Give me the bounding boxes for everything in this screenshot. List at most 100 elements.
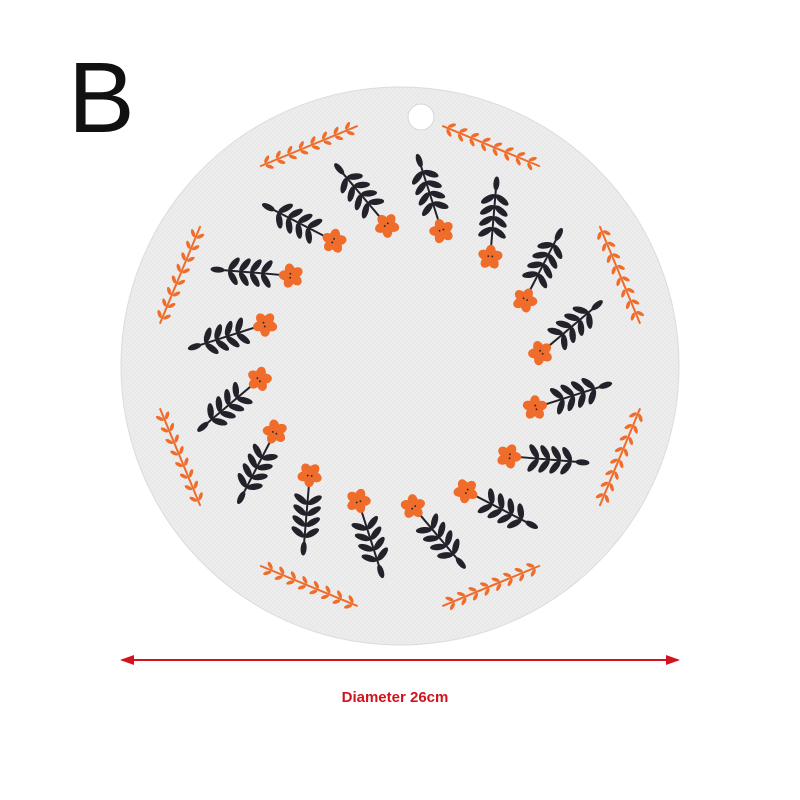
vine-leaf — [311, 145, 321, 150]
leaf — [353, 181, 370, 189]
leaf — [542, 264, 553, 279]
sprig-with-flower — [453, 479, 539, 530]
vine-leaf — [198, 492, 203, 501]
vine-leaf — [614, 471, 619, 480]
sprig-stem — [197, 325, 261, 347]
flower-dot — [487, 255, 490, 258]
vine-leaf — [155, 415, 164, 421]
vine-leaf — [619, 460, 624, 469]
vine-leaf — [610, 458, 618, 464]
vine-leaf — [515, 157, 521, 166]
orange-flower — [262, 419, 287, 444]
vine-leaf — [600, 481, 609, 487]
leaf — [261, 453, 278, 461]
leaf — [197, 421, 209, 432]
leaf — [305, 227, 313, 244]
mat-disc — [120, 86, 680, 646]
leaf — [575, 459, 590, 466]
leaf — [228, 270, 238, 286]
leaf — [239, 258, 251, 272]
leaf — [293, 504, 307, 516]
leaf — [220, 411, 236, 419]
leaf — [304, 528, 320, 538]
vine-leaf — [616, 277, 621, 287]
flower-dot — [275, 432, 278, 435]
leaf — [437, 552, 454, 559]
leaf — [487, 488, 495, 505]
vine-leaf — [313, 580, 319, 589]
leaf — [586, 312, 593, 329]
leaf — [445, 530, 453, 546]
orange-flower — [297, 463, 322, 488]
vine-leaf — [184, 485, 193, 491]
vine-leaf — [298, 141, 304, 149]
vine-leaf — [607, 241, 616, 247]
flower-dot — [438, 229, 441, 232]
leaf — [564, 313, 580, 321]
vine-leaf — [337, 590, 343, 599]
vine-leaf — [461, 597, 467, 606]
leaf — [306, 506, 321, 517]
vine-leaf — [286, 580, 295, 585]
vine-leaf — [611, 266, 616, 275]
vine-leaf — [482, 137, 491, 143]
flower-dot — [442, 228, 445, 231]
leaf — [226, 336, 240, 348]
leaf — [278, 203, 293, 213]
flower-dot — [534, 404, 537, 407]
leaf — [430, 513, 439, 529]
leaf — [570, 381, 585, 393]
vine-leaf — [190, 229, 196, 238]
sprig-stem — [204, 381, 256, 426]
leaf — [295, 222, 303, 239]
sprig-with-flower — [187, 313, 278, 355]
flower-center — [536, 348, 545, 357]
leaf — [480, 204, 495, 215]
leaf — [415, 153, 423, 168]
vine-leaf — [323, 140, 332, 145]
vine-leaf — [193, 480, 198, 489]
vine-leaf — [507, 578, 513, 587]
leaf — [522, 271, 539, 279]
orange-vine — [442, 123, 541, 171]
flower-dot — [535, 408, 538, 411]
leaf — [354, 194, 363, 211]
orange-vine — [157, 225, 205, 324]
vine-leaf — [309, 589, 318, 595]
flower-dot — [289, 276, 292, 279]
leaf — [214, 324, 223, 340]
sprig-stem — [359, 505, 381, 569]
vine-leaf — [633, 425, 638, 434]
leaf — [549, 460, 561, 474]
vine-leaf — [165, 439, 174, 445]
flower-dot — [259, 380, 261, 383]
leaf — [569, 327, 576, 344]
leaf — [527, 458, 539, 472]
vine-leaf — [179, 473, 188, 479]
vine-leaf — [494, 142, 503, 147]
inner-sprig-ring — [187, 153, 613, 579]
sprig-with-flower — [197, 366, 272, 432]
flower-dot — [491, 255, 494, 258]
leaf — [307, 495, 322, 506]
vine-leaf — [505, 147, 514, 152]
flower-dot — [383, 225, 386, 227]
orange-vine — [597, 225, 645, 324]
sprig-with-flower — [478, 176, 509, 269]
leaf — [292, 515, 306, 527]
vine-leaf — [614, 447, 623, 453]
vine-leaf — [636, 311, 645, 317]
leaf — [251, 473, 268, 481]
leaf — [207, 403, 214, 420]
vine-leaf — [617, 264, 625, 270]
leaf — [507, 519, 522, 529]
vine-leaf — [179, 445, 184, 455]
vine-leaf — [275, 150, 281, 159]
sprig-stem — [419, 163, 441, 227]
vine-leaf — [171, 275, 177, 284]
vine-leaf — [174, 434, 179, 443]
flower-dot — [466, 488, 469, 491]
sprig-stem — [513, 455, 580, 464]
vine-stem — [599, 408, 641, 507]
vine-leaf — [320, 594, 329, 599]
